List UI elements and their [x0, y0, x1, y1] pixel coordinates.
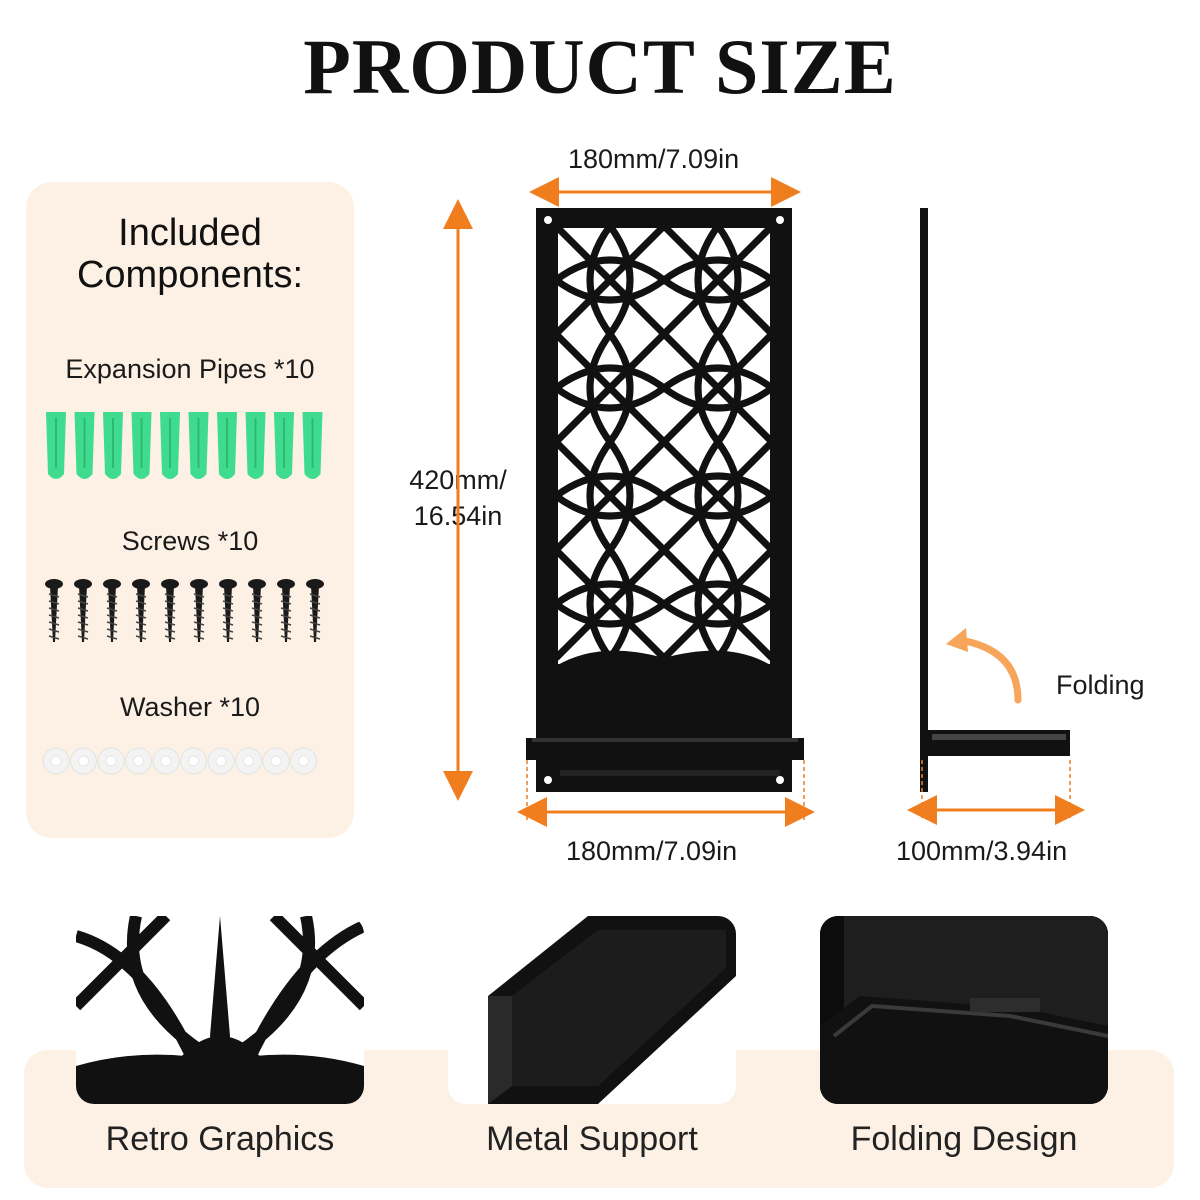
screw-icon	[74, 579, 92, 642]
screw-icon	[306, 579, 324, 642]
screws-row	[45, 579, 324, 642]
side-panel	[920, 208, 928, 792]
components-panel	[26, 182, 354, 838]
side-view-diagram	[907, 208, 1085, 825]
folding-design-image	[820, 916, 1108, 1104]
washer-icon	[290, 747, 317, 775]
depth-label: 100mm/3.94in	[896, 836, 1068, 866]
expansion-pipes-row	[46, 412, 323, 479]
washer-icon	[42, 747, 70, 775]
feature-card-metal-support	[448, 916, 736, 1104]
washer-icon	[180, 747, 207, 775]
washer-icon	[262, 747, 290, 775]
front-view-diagram	[443, 177, 815, 827]
washer-icon	[125, 747, 152, 775]
feature-card-folding-design	[820, 916, 1108, 1104]
feature-label-retro-graphics: Retro Graphics	[105, 1120, 335, 1158]
screws-label: Screws *10	[121, 526, 259, 556]
expansion-pipe-icon	[217, 412, 237, 479]
screw-icon	[219, 579, 237, 642]
screw-icon	[103, 579, 121, 642]
expansion-pipe-icon	[302, 412, 323, 479]
expansion-pipe-icon	[245, 412, 266, 479]
metal-support-image	[488, 916, 736, 1104]
feature-card-retro-graphics	[76, 916, 364, 1104]
side-shelf	[928, 730, 1070, 756]
retro-pattern	[554, 226, 774, 661]
expansion-pipe-icon	[274, 412, 294, 479]
expansion-pipe-icon	[160, 412, 180, 479]
washers-label: Washer *10	[119, 692, 261, 722]
screw-icon	[45, 579, 63, 642]
folding-arrow	[956, 636, 1022, 704]
folding-label: Folding	[1056, 670, 1145, 700]
expansion-pipes-label: Expansion Pipes *10	[65, 354, 315, 384]
washer-icon	[235, 747, 262, 775]
expansion-pipe-icon	[188, 412, 209, 479]
washer-icon	[207, 747, 235, 775]
retro-graphics-image	[76, 916, 364, 1104]
screw-icon	[277, 579, 295, 642]
screw-icon	[248, 579, 266, 642]
feature-label-metal-support: Metal Support	[486, 1120, 698, 1158]
screw-icon	[132, 579, 150, 642]
feature-label-folding-design: Folding Design	[850, 1120, 1078, 1158]
bottom-width-label: 180mm/7.09in	[566, 836, 738, 866]
washer-icon	[97, 747, 125, 775]
expansion-pipe-icon	[74, 412, 95, 479]
washer-icon	[70, 747, 97, 775]
expansion-pipe-icon	[46, 412, 66, 479]
page-title: PRODUCT SIZE	[303, 23, 897, 110]
components-heading: Included Components:	[76, 212, 303, 296]
washer-icon	[152, 747, 180, 775]
screw-icon	[190, 579, 208, 642]
screw-icon	[161, 579, 179, 642]
washers-row	[42, 747, 317, 775]
expansion-pipe-icon	[103, 412, 123, 479]
top-width-label: 180mm/7.09in	[568, 144, 740, 174]
shelf	[526, 738, 804, 760]
expansion-pipe-icon	[131, 412, 152, 479]
